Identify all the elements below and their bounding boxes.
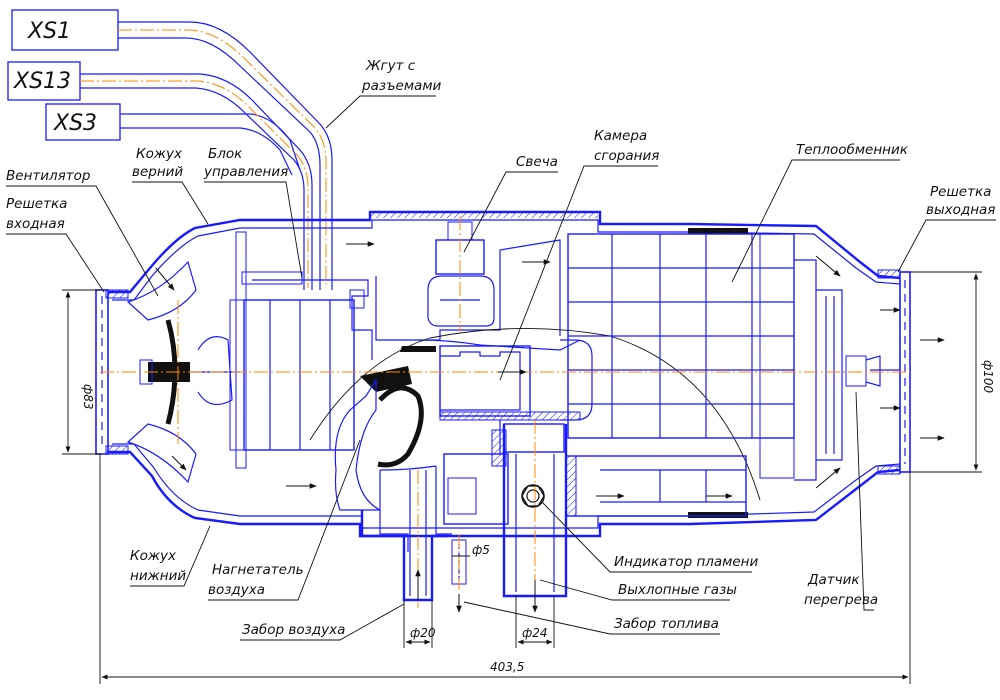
label-exchanger: Теплообменник xyxy=(731,142,909,283)
dimension-outlet: ф100 xyxy=(910,271,995,473)
label-fuel-intake: Забор топлива xyxy=(463,601,720,635)
label-sensor-line1: Датчик xyxy=(807,572,860,588)
exhaust-channel xyxy=(565,455,747,517)
label-harness-line1: Жгут с xyxy=(365,58,416,74)
label-flame-indicator: Индикатор пламени xyxy=(541,501,758,573)
label-blower-line1: Нагнетатель xyxy=(212,562,304,578)
dimension-exhaust-pipe: ф24 xyxy=(515,596,555,648)
dimension-inlet: ф83 xyxy=(62,289,100,455)
label-control: Блок управления xyxy=(203,146,303,279)
label-grille-out-line1: Решетка xyxy=(930,184,991,200)
heat-exchanger-cone xyxy=(309,328,761,501)
dimension-air-pipe: ф20 xyxy=(403,600,436,648)
label-air-intake-text: Забор воздуха xyxy=(242,622,345,638)
label-grille-out-line2: выходная xyxy=(926,202,995,218)
label-grille-in-line1: Решетка xyxy=(6,196,67,212)
label-control-line2: управления xyxy=(203,164,288,180)
combustion-chamber xyxy=(360,239,593,421)
label-chamber-line1: Камера xyxy=(594,128,647,144)
label-casing-bottom-line2: нижний xyxy=(130,568,186,584)
connector-xs3-label: XS3 xyxy=(53,111,97,136)
label-plug-text: Свеча xyxy=(516,154,558,170)
dimension-outlet-label: ф100 xyxy=(981,360,995,394)
label-plug: Свеча xyxy=(463,154,558,253)
dimension-inlet-label: ф83 xyxy=(81,384,95,410)
label-exhaust: Выхлопные газы xyxy=(539,579,737,601)
overheat-sensor xyxy=(845,355,900,387)
label-sensor: Датчик перегрева xyxy=(804,391,878,611)
label-exchanger-text: Теплообменник xyxy=(796,142,909,158)
label-fuel-intake-text: Забор топлива xyxy=(614,616,719,632)
label-control-line1: Блок xyxy=(208,146,243,162)
label-harness: Жгут с разъемами xyxy=(325,58,442,129)
dimension-air-pipe-label: ф20 xyxy=(410,626,436,640)
label-casing-top-line1: Кожух xyxy=(136,146,183,162)
connector-xs3: XS3 xyxy=(45,103,121,141)
dimension-fuel-pipe: ф5 xyxy=(452,543,490,557)
label-fan: Вентилятор xyxy=(6,168,159,297)
label-fan-text: Вентилятор xyxy=(6,168,90,184)
label-casing-top-line2: верний xyxy=(132,164,183,180)
connector-xs1: XS1 xyxy=(11,9,119,51)
wire-harness xyxy=(80,21,333,290)
dimension-total-length-label: 403,5 xyxy=(490,660,524,674)
label-casing-bottom-line1: Кожух xyxy=(130,548,177,564)
control-unit xyxy=(229,231,373,469)
label-blower: Нагнетатель воздуха xyxy=(208,439,361,601)
label-grille-out: Решетка выходная xyxy=(897,184,996,273)
label-casing-top: Кожух верний xyxy=(132,146,209,225)
label-air-intake: Забор воздуха xyxy=(240,603,405,641)
glow-plug xyxy=(427,221,495,327)
dimension-exhaust-pipe-label: ф24 xyxy=(522,626,548,640)
connector-xs13: XS13 xyxy=(7,61,81,101)
dimension-fuel-pipe-label: ф5 xyxy=(472,543,490,557)
label-flame-indicator-text: Индикатор пламени xyxy=(614,554,758,570)
label-exhaust-text: Выхлопные газы xyxy=(618,582,737,598)
label-sensor-line2: перегрева xyxy=(804,592,878,608)
label-harness-line2: разъемами xyxy=(361,78,442,94)
airflow-arrows xyxy=(155,241,945,613)
label-grille-in: Решетка входная xyxy=(6,196,105,293)
outer-casing xyxy=(108,210,901,538)
label-casing-bottom: Кожух нижний xyxy=(130,525,211,587)
label-chamber: Камера сгорания xyxy=(499,128,659,381)
label-chamber-line2: сгорания xyxy=(594,148,659,164)
air-blower xyxy=(334,377,452,552)
heat-exchanger xyxy=(567,233,843,481)
label-blower-line2: воздуха xyxy=(208,582,265,598)
connector-xs13-label: XS13 xyxy=(13,69,71,94)
label-grille-in-line2: входная xyxy=(6,216,65,232)
connector-xs1-label: XS1 xyxy=(27,19,71,44)
dimension-total-length: 403,5 xyxy=(99,454,911,684)
